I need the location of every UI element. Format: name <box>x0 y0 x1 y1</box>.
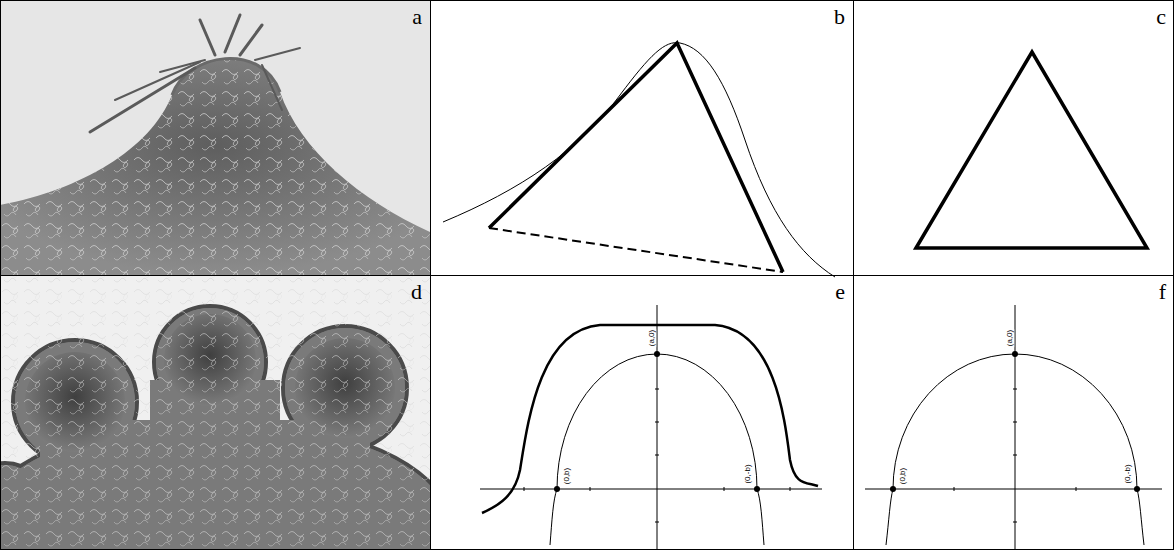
panel-letter: e <box>833 281 847 303</box>
ellipse-fit <box>480 305 822 550</box>
arm-photo <box>1 1 430 275</box>
panel-letter: c <box>1154 6 1168 28</box>
panel-letter: f <box>1157 281 1168 303</box>
panel-letter: d <box>409 281 424 303</box>
point-label: (0,b) <box>563 467 571 485</box>
point-label: (a,0) <box>1006 329 1014 347</box>
point-label: (0,-b) <box>744 463 752 484</box>
triangle-model <box>916 52 1147 248</box>
arms-photo <box>1 276 430 549</box>
point-label: (0,b) <box>899 467 907 485</box>
panel-letter: b <box>832 6 847 28</box>
ellipse-model <box>865 305 1162 550</box>
panel-letter: a <box>410 6 424 28</box>
point-label: (a,0) <box>648 329 656 347</box>
triangle-fit <box>443 43 835 277</box>
point-label: (0,-b) <box>1124 463 1132 484</box>
